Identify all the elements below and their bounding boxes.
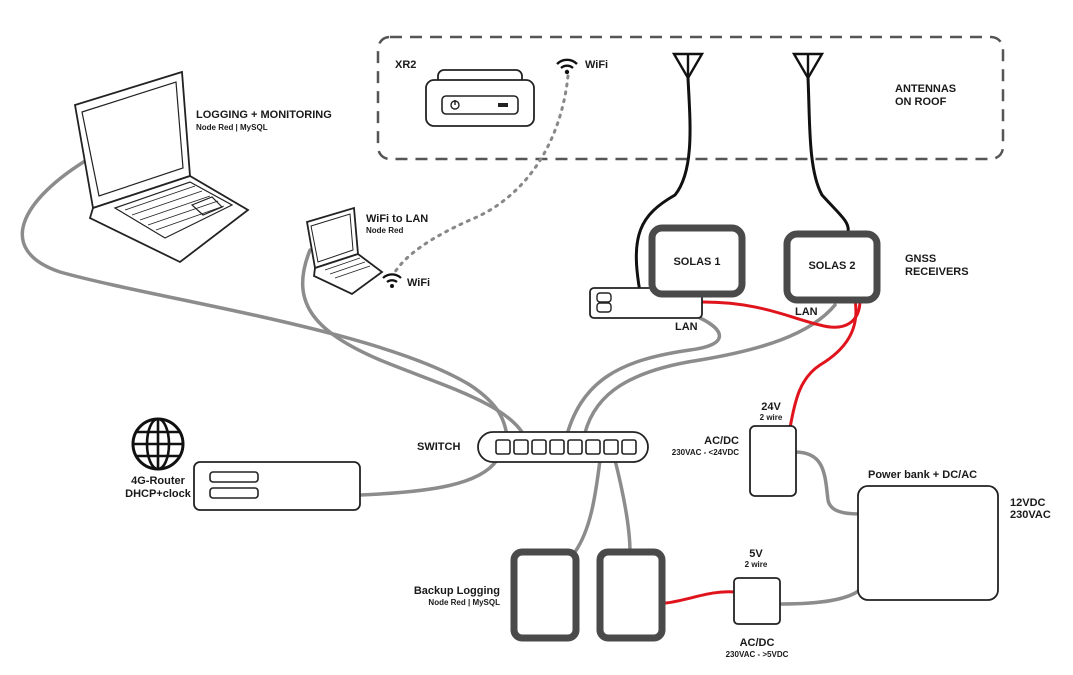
antenna-1-icon [671, 52, 705, 81]
wifi-lan-title: WiFi to LAN [366, 213, 428, 225]
wifi-lan-subtitle: Node Red [366, 226, 403, 235]
acdc24-wire: 2 wire [760, 413, 783, 422]
powerbank-out-1: 12VDC [1010, 497, 1046, 509]
xr2-label: XR2 [395, 59, 416, 71]
wifi-link [391, 74, 570, 277]
acdc5-wire: 2 wire [745, 560, 768, 569]
cable-power-5v [664, 590, 737, 605]
backup-subtitle: Node Red | MySQL [428, 598, 500, 607]
acdc5-voltage: 5V [749, 548, 763, 560]
logging-laptop-icon [73, 70, 250, 264]
router-box [193, 461, 361, 511]
solas-1-box [648, 224, 746, 298]
cable-acdc24-powerbank [793, 450, 862, 516]
wifi-lan-wifi-label: WiFi [407, 277, 430, 289]
cable-switch-backup1 [573, 458, 602, 554]
powerbank-box [857, 485, 999, 601]
router-subtitle: DHCP+clock [125, 488, 192, 500]
cable-laptop-switch [20, 156, 510, 444]
cable-antenna1 [634, 76, 692, 294]
acdc24-title: AC/DC [704, 435, 739, 447]
logging-subtitle: Node Red | MySQL [196, 123, 268, 132]
gnss-label-1: GNSS [905, 253, 936, 265]
wifi-icon-lan [382, 273, 402, 288]
logging-title: LOGGING + MONITORING [196, 109, 332, 121]
cable-wifilan-switch [300, 248, 529, 444]
switch-label: SWITCH [417, 441, 460, 453]
cables [20, 74, 864, 606]
wifi-icon-roof [556, 58, 578, 75]
antennas-label-1: ANTENNAS [895, 83, 956, 95]
solas-1-label: SOLAS 1 [673, 256, 720, 268]
powerbank-out-2: 230VAC [1010, 509, 1051, 521]
acdc24-box [749, 425, 797, 497]
acdc5-spec: 230VAC - >5VDC [726, 650, 789, 659]
cable-solas1-switch [563, 316, 722, 444]
roof-wifi-label: WiFi [585, 59, 608, 71]
solas-2-box [783, 230, 881, 304]
backup-unit-2 [596, 548, 666, 642]
roof-area [376, 35, 1005, 161]
lan-label-1: LAN [675, 321, 698, 333]
acdc5-box [733, 577, 781, 625]
antennas-label-2: ON ROOF [895, 96, 947, 108]
cable-antenna2 [806, 76, 850, 234]
globe-icon [131, 417, 185, 471]
switch-ports [495, 439, 637, 455]
gnss-label-2: RECEIVERS [905, 266, 969, 278]
wifi-lan-laptop-icon [305, 206, 384, 296]
backup-title: Backup Logging [414, 585, 500, 597]
acdc5-title: AC/DC [740, 637, 775, 649]
xr2-device [425, 69, 535, 127]
acdc24-spec: 230VAC - <24VDC [672, 448, 739, 457]
cable-power-24v [788, 298, 858, 430]
backup-unit-1 [510, 548, 580, 642]
cable-solas2-switch [581, 303, 837, 444]
cable-switch-backup2 [613, 458, 632, 554]
antenna-2-icon [791, 52, 825, 81]
powerbank-title: Power bank + DC/AC [868, 469, 977, 481]
cable-router-switch [358, 458, 499, 497]
router-title: 4G-Router [131, 475, 186, 487]
lan-label-2: LAN [795, 306, 818, 318]
solas-2-label: SOLAS 2 [808, 260, 855, 272]
cable-acdc5-powerbank [778, 586, 864, 606]
acdc24-voltage: 24V [761, 401, 781, 413]
